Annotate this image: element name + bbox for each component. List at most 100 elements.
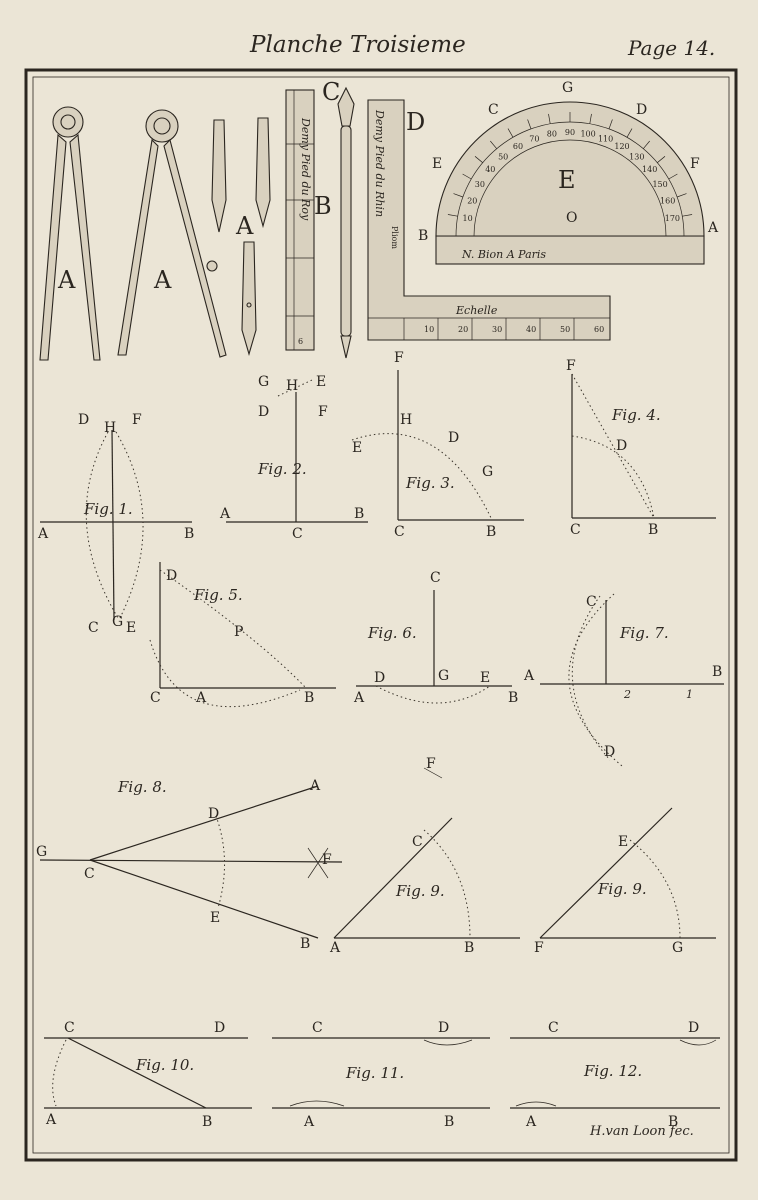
- figure-8-point-a: A: [309, 778, 321, 794]
- figure-3-point-c: C: [394, 524, 405, 540]
- figure-9-left-point-f: F: [426, 756, 436, 772]
- protractor-degree: 90: [565, 128, 575, 137]
- figure-11: Fig. 11. C D A B: [272, 1020, 490, 1130]
- protractor-degree: 100: [580, 130, 595, 139]
- scale-number: 50: [560, 325, 570, 334]
- figure-6-point-d: D: [374, 670, 385, 686]
- figure-11-point-a: A: [303, 1114, 315, 1130]
- figure-1-point-a: A: [37, 526, 49, 542]
- figure-7-point-b: B: [712, 664, 722, 680]
- figure-12-point-c: C: [548, 1020, 559, 1036]
- figure-8-title: Fig. 8.: [117, 778, 167, 796]
- figure-9-right-point-f: F: [534, 940, 544, 956]
- figure-5-point-d: D: [166, 568, 177, 584]
- scale-number: 10: [424, 325, 434, 334]
- protractor-tick: [490, 140, 497, 149]
- figure-7-point-a: A: [523, 668, 535, 684]
- protractor-tick: [668, 173, 678, 180]
- protractor-tick: [608, 119, 613, 130]
- protractor-degree: 120: [614, 142, 629, 151]
- figure-4-title: Fig. 4.: [611, 406, 661, 424]
- protractor-degree: 60: [513, 142, 523, 151]
- pen-label: C: [322, 78, 340, 106]
- rule-b: Demy Pied du Roy 6: [285, 89, 315, 351]
- figure-9-right-title: Fig. 9.: [597, 880, 647, 898]
- protractor-degree: 130: [629, 152, 644, 161]
- figure-8-point-f: F: [322, 852, 332, 868]
- figure-8: Fig. 8. A D G C F E B: [36, 778, 343, 952]
- figure-3-title: Fig. 3.: [405, 474, 455, 492]
- figure-2-point-h: H: [286, 378, 298, 394]
- compass-left-label: A: [57, 266, 76, 294]
- figure-9-left-title: Fig. 9.: [395, 882, 445, 900]
- figure-6-point-e: E: [480, 670, 490, 686]
- figure-10-point-c: C: [64, 1020, 75, 1036]
- figure-2-point-d: D: [258, 404, 269, 420]
- protractor-degree: 150: [652, 180, 667, 189]
- protractor-degree: 40: [485, 165, 495, 174]
- page-number: Page 14.: [628, 36, 716, 60]
- figure-1-title: Fig. 1.: [83, 500, 133, 518]
- figure-3-point-e: E: [352, 440, 362, 456]
- figure-7-point-d: D: [604, 744, 615, 760]
- protractor-tick: [453, 193, 464, 198]
- figure-11-point-d: D: [438, 1020, 449, 1036]
- figure-2-title: Fig. 2.: [257, 460, 307, 478]
- figure-10-title: Fig. 10.: [135, 1056, 194, 1074]
- protractor-point-e: E: [432, 156, 442, 172]
- square-maker: Pliom: [390, 226, 399, 249]
- figure-3-point-b: B: [486, 524, 496, 540]
- figure-5-point-a: A: [195, 690, 207, 706]
- figure-2-point-e: E: [316, 374, 326, 390]
- figure-12-title: Fig. 12.: [583, 1062, 642, 1080]
- figure-2: Fig. 2. A B C G H E D F: [219, 374, 368, 542]
- figure-6-point-g: G: [438, 668, 449, 684]
- figure-10-point-b: B: [202, 1114, 212, 1130]
- figure-9-left-point-a: A: [329, 940, 341, 956]
- figure-6-point-a: A: [353, 690, 365, 706]
- figure-4-point-c: C: [570, 522, 581, 538]
- figure-2-point-a: A: [219, 506, 231, 522]
- figure-6-title: Fig. 6.: [367, 624, 417, 642]
- protractor-degree: 30: [475, 180, 485, 189]
- protractor-tick: [682, 214, 693, 217]
- figure-9-left-point-b: B: [464, 940, 474, 956]
- protractor-degree: 20: [467, 196, 477, 205]
- square-label: D: [406, 108, 425, 136]
- compass-right: [117, 109, 227, 358]
- figure-1-point-f: F: [132, 412, 142, 428]
- protractor-degree: 10: [463, 214, 473, 223]
- figure-2-point-f: F: [318, 404, 328, 420]
- figure-1-point-b: B: [184, 526, 194, 542]
- figure-8-point-d: D: [208, 806, 219, 822]
- plate-inner-frame: [32, 76, 730, 1154]
- compass-points: [211, 117, 271, 356]
- protractor-degree: 140: [642, 165, 657, 174]
- figure-12-point-d: D: [688, 1020, 699, 1036]
- figure-7-mark-2: 2: [623, 688, 631, 701]
- figure-11-point-b: B: [444, 1114, 454, 1130]
- compass-left: [39, 106, 101, 361]
- square-text: Demy Pied du Rhin: [373, 109, 386, 217]
- figure-11-point-c: C: [312, 1020, 323, 1036]
- protractor-point-f: F: [690, 156, 700, 172]
- protractor-tick: [527, 119, 532, 130]
- protractor-degree: 160: [660, 196, 675, 205]
- protractor-tick: [676, 193, 687, 198]
- figure-7-mark-1: 1: [686, 688, 693, 701]
- figure-12-point-a: A: [525, 1114, 537, 1130]
- figure-5: Fig. 5. D P C A B: [149, 562, 336, 708]
- figure-7-point-c: C: [586, 594, 597, 610]
- figure-1-point-g: G: [112, 614, 123, 630]
- rule-b-label: B: [314, 192, 332, 220]
- scale-title: Echelle: [455, 304, 498, 317]
- protractor-tick: [474, 156, 483, 163]
- figure-4-point-f: F: [566, 358, 576, 374]
- protractor-tick: [548, 113, 551, 124]
- figure-2-point-g: G: [258, 374, 269, 390]
- figure-1-point-c: C: [88, 620, 99, 636]
- figure-12-point-b: B: [668, 1114, 678, 1130]
- figure-7-title: Fig. 7.: [619, 624, 669, 642]
